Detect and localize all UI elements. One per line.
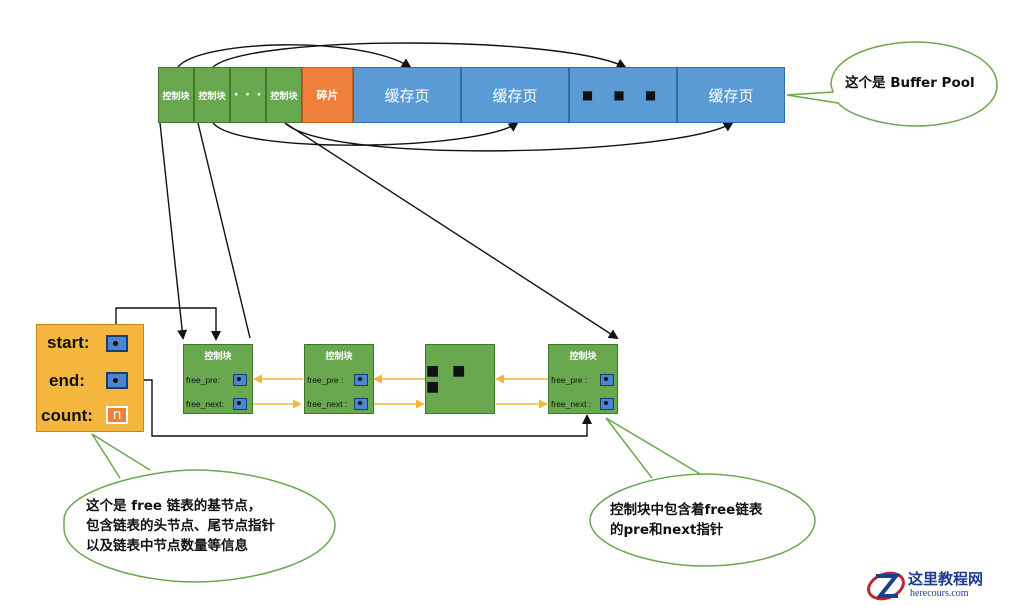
- count-value-box: n: [106, 406, 128, 424]
- free-pre-label: free_pre :: [307, 375, 344, 385]
- buffer-pool-callout: 这个是 Buffer Pool: [845, 73, 995, 93]
- ctrl-to-page-arrow: [177, 44, 412, 69]
- watermark-brand: 这里教程网: [908, 570, 984, 588]
- base-node-callout-line: 这个是 free 链表的基节点，: [86, 498, 262, 514]
- node-title: 控制块: [569, 352, 597, 362]
- start-pointer: [106, 335, 128, 352]
- free-next-pointer: [354, 398, 368, 410]
- ctrl-to-node-line: [159, 122, 188, 340]
- control-block-cell: 控制块: [158, 67, 194, 123]
- node-title: 控制块: [325, 352, 353, 362]
- base-node-callout-line: 包含链表的头节点、尾节点指针: [86, 518, 275, 534]
- cache-page-cell: 缓存页: [677, 67, 785, 123]
- control-block-cell: · · ·: [230, 67, 266, 123]
- watermark: 这里教程网 herecours.com: [866, 566, 1008, 604]
- start-label: start:: [47, 333, 90, 352]
- free-next-label: free_next :: [307, 399, 348, 409]
- buffer-pool: 控制块控制块· · ·控制块碎片缓存页缓存页■ ■ ■缓存页: [158, 67, 785, 123]
- count-label: count:: [41, 406, 93, 425]
- free-list-ellipsis-node: ■ ■ ■: [425, 344, 495, 414]
- free-list-callout-shape: [589, 417, 816, 567]
- free-next-label: free_next:: [186, 399, 224, 409]
- free-list-node: 控制块 free_pre : free_next :: [304, 344, 374, 414]
- buffer-pool-callout-text: 这个是 Buffer Pool: [845, 75, 975, 91]
- free-pre-pointer: [354, 374, 368, 386]
- ctrl-to-page-arrow: [212, 121, 519, 146]
- free-list-base-node: start: end: count: n: [36, 324, 144, 432]
- cache-page-cell: 缓存页: [461, 67, 569, 123]
- free-pre-pointer: [233, 374, 247, 386]
- free-list-callout-line: 的pre和next指针: [610, 522, 724, 538]
- free-pre-pointer: [600, 374, 614, 386]
- watermark-url: herecours.com: [910, 588, 969, 599]
- watermark-logo-icon: [867, 571, 905, 601]
- buffer-pool-callout-shape: [786, 41, 998, 127]
- count-value: n: [112, 407, 122, 423]
- free-list-callout-line: 控制块中包含着free链表: [610, 502, 763, 518]
- cache-page-cell: ■ ■ ■: [569, 67, 677, 123]
- ctrl-to-node-line: [284, 122, 619, 340]
- ellipsis-dots: ■ ■ ■: [426, 363, 470, 395]
- cache-page-cell: 缓存页: [353, 67, 461, 123]
- end-label: end:: [49, 371, 85, 390]
- node-title: 控制块: [204, 352, 232, 362]
- end-pointer: [106, 372, 128, 389]
- base-node-callout: 这个是 free 链表的基节点， 包含链表的头节点、尾节点指针 以及链表中节点数…: [86, 496, 326, 556]
- ctrl-to-node-line: [197, 122, 251, 339]
- ctrl-to-page-arrow: [212, 42, 627, 68]
- free-list-node: 控制块 free_pre : free_next :: [548, 344, 618, 414]
- free-pre-label: free_pre :: [551, 375, 588, 385]
- free-next-pointer: [600, 398, 614, 410]
- base-node-callout-line: 以及链表中节点数量等信息: [86, 538, 248, 554]
- ctrl-to-page-arrow: [284, 121, 734, 152]
- control-block-cell: 控制块: [266, 67, 302, 123]
- free-next-label: free_next :: [551, 399, 592, 409]
- free-pre-label: free_pre:: [186, 375, 221, 385]
- fragment-cell: 碎片: [302, 67, 353, 123]
- free-list-callout: 控制块中包含着free链表 的pre和next指针: [610, 500, 810, 540]
- free-list-node: 控制块 free_pre: free_next:: [183, 344, 253, 414]
- base-node-callout-shape: [63, 433, 336, 583]
- free-next-pointer: [233, 398, 247, 410]
- control-block-cell: 控制块: [194, 67, 230, 123]
